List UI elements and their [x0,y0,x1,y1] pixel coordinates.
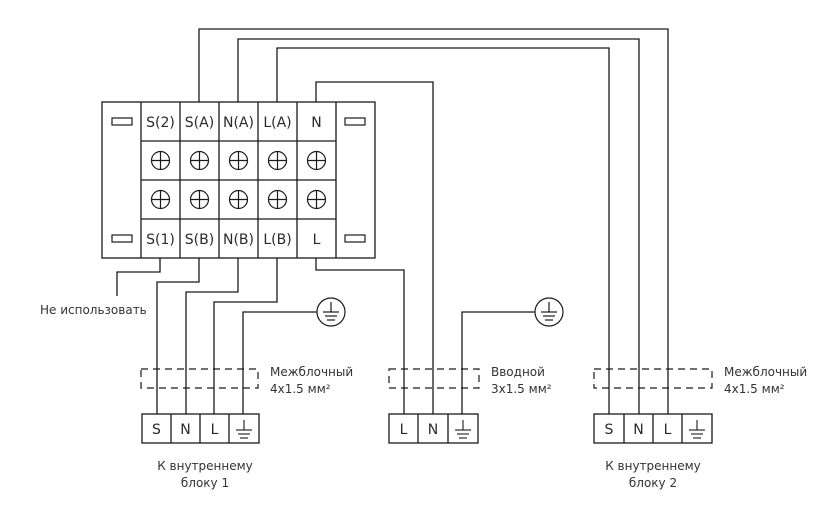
screw-terminal-icon [150,189,171,210]
terminal-label: S(A) [185,115,214,131]
input-terminal-l: L [400,422,408,438]
wire-earth-1 [242,311,317,414]
unit2-caption: блоку 2 [629,476,677,490]
unit1-terminal-n: N [180,422,190,438]
wire-n-a [237,38,640,414]
screw-terminal-icon [267,189,288,210]
cable-sheath-input [388,368,480,389]
cable-spec-label: 4x1.5 мм² [724,382,785,396]
terminal-label: N(A) [223,115,254,131]
terminal-label: L(A) [263,115,291,131]
earth-ground-icon [316,297,346,327]
terminal-label: S(2) [146,115,175,131]
earth-terminal-icon [455,420,471,439]
wire-n-b [185,258,239,414]
cable-sheath-interunit-2 [593,368,713,389]
cable-spec-label: 4x1.5 мм² [270,382,331,396]
unit1-caption: блоку 1 [181,476,229,490]
cable-label: Межблочный [270,365,353,379]
unit1-caption: К внутреннему [157,459,253,473]
wire-l-input [315,258,405,414]
unit1-terminal-s: S [152,422,161,438]
terminal-label: S(B) [185,232,214,248]
unit2-terminal-s: S [605,422,614,438]
wire-s-b [156,258,200,414]
terminal-label: N(B) [223,232,254,248]
screw-terminal-icon [189,189,210,210]
input-terminal-n: N [428,422,438,438]
cable-label: Межблочный [724,365,807,379]
unit2-terminal-n: N [633,422,643,438]
wire-s1-unused [116,258,161,296]
screw-terminal-icon [267,150,288,171]
cable-sheath-interunit-1 [140,368,259,389]
screw-terminal-icon [189,150,210,171]
unit2-terminal-l: L [664,422,672,438]
wire-l-a [276,47,610,414]
screw-terminal-icon [306,150,327,171]
screw-terminal-icon [228,189,249,210]
terminal-label: S(1) [146,232,175,248]
terminal-label: N [311,115,321,131]
screw-terminal-icon [306,189,327,210]
earth-terminal-icon [689,420,705,439]
mounting-slot-icon [344,117,366,126]
earth-ground-icon [534,297,564,327]
screw-terminal-icon [228,150,249,171]
screw-terminal-icon [150,150,171,171]
not-used-label: Не использовать [40,303,147,317]
wire-s-a [198,28,669,414]
cable-label: Вводной [491,365,545,379]
wire-earth-input [461,311,535,414]
terminal-label: L [313,232,321,248]
earth-terminal-icon [236,420,252,439]
unit1-terminal-block [141,413,260,444]
mounting-slot-icon [344,234,366,243]
mounting-slot-icon [111,234,133,243]
unit2-caption: К внутреннему [605,459,701,473]
unit2-terminal-block [593,413,713,444]
wire-n-input [315,81,434,414]
cable-spec-label: 3x1.5 мм² [491,382,552,396]
terminal-label: L(B) [263,232,291,248]
unit1-terminal-l: L [211,422,219,438]
wire-l-b [213,258,278,414]
mounting-slot-icon [111,117,133,126]
